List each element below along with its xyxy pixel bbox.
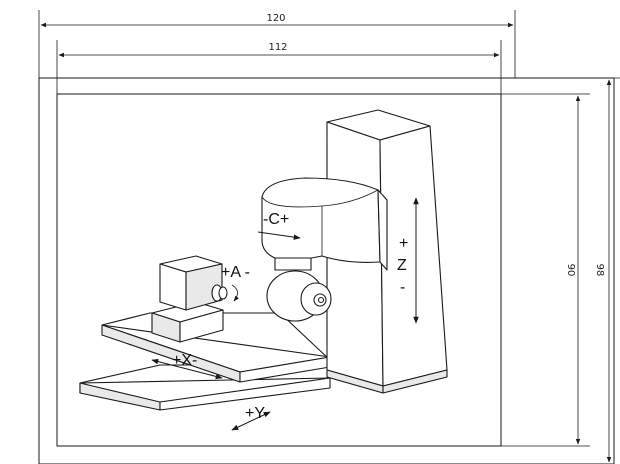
- outer-frame: [38, 77, 615, 464]
- c-axis-arrow: [257, 231, 301, 240]
- dimension-label-112: 112: [268, 42, 287, 53]
- x-axis-label: +X-: [172, 352, 197, 369]
- z-axis-label: Z: [397, 257, 407, 274]
- table-block: [151, 301, 224, 343]
- y-axis-arrow: [231, 411, 271, 431]
- dimension-inner-height: 90: [501, 93, 590, 447]
- a-axis-label: +A -: [221, 264, 250, 281]
- z-plus-label: +: [399, 235, 408, 252]
- x-axis-arrow: [151, 358, 223, 380]
- dimension-outer-height: 98: [514, 77, 620, 463]
- spindle-head: [261, 177, 388, 271]
- a-axis-head: [159, 255, 239, 311]
- dimension-label-98: 98: [594, 264, 605, 277]
- dimension-label-90: 90: [565, 264, 576, 277]
- rotary-tool: [266, 270, 332, 322]
- c-axis-label: -C+: [263, 211, 289, 228]
- dimension-inner-width: 112: [56, 40, 502, 94]
- inner-frame: [56, 93, 502, 447]
- dimension-outer-width: 120: [38, 10, 516, 78]
- dimension-label-120: 120: [266, 13, 285, 24]
- y-axis-label: +Y-: [245, 405, 269, 422]
- z-minus-label: -: [400, 279, 405, 296]
- machine-illustration: [79, 109, 448, 431]
